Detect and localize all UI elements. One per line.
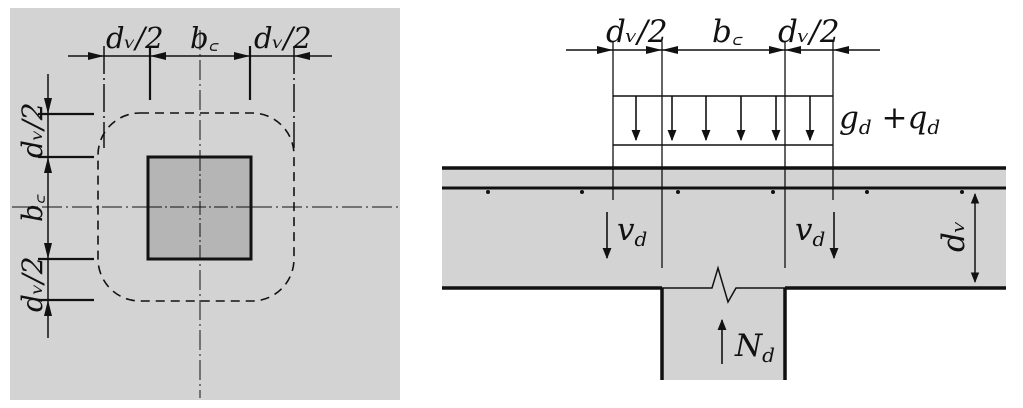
plan-side-arrowhead — [44, 157, 52, 173]
shear-label-left: vd — [617, 212, 647, 251]
section-dim-arrowhead — [597, 46, 613, 54]
section-top-label-left: dᵥ/2 — [606, 14, 668, 50]
section-dim-arrowhead — [769, 46, 785, 54]
plan-side-arrowhead — [44, 98, 52, 114]
plan-side-label-mid: b꜀ — [16, 194, 49, 222]
depth-label: dᵥ — [936, 221, 972, 252]
load-arrows — [631, 96, 815, 142]
plan-top-label-right: dᵥ/2 — [254, 21, 312, 55]
section-top-label-mid: b꜀ — [712, 14, 743, 50]
section-dim-arrowhead — [785, 46, 801, 54]
break-line — [662, 265, 785, 304]
slab-section — [442, 168, 1006, 288]
section-dim-arrowhead — [833, 46, 849, 54]
plan-arrowhead — [150, 52, 166, 60]
section-dim-arrowhead — [662, 46, 678, 54]
section-top-label-right: dᵥ/2 — [778, 14, 840, 50]
plan-side-label-bottom: dᵥ/2 — [16, 256, 49, 312]
reaction-label: Nd — [734, 328, 775, 367]
plan-side-label-top: dᵥ/2 — [16, 102, 49, 158]
plan-side-arrowhead — [44, 300, 52, 316]
plan-view: dᵥ/2 b꜀ dᵥ/2 dᵥ/2 b꜀ dᵥ/2 — [10, 8, 400, 400]
shear-label-right: vd — [795, 212, 825, 251]
plan-arrowhead — [234, 52, 250, 60]
column-section — [662, 288, 785, 380]
load-label: gd +qd — [839, 100, 940, 139]
section-dim-arrowhead — [646, 46, 662, 54]
plan-arrowhead — [88, 52, 104, 60]
control-perimeter — [97, 112, 295, 302]
plan-arrowhead — [294, 52, 310, 60]
section-view: dᵥ/2 b꜀ dᵥ/2 gd +qd vd vd dᵥ Nd — [442, 14, 1006, 380]
plan-top-label-left: dᵥ/2 — [106, 21, 164, 55]
rebar-dots — [486, 190, 964, 194]
plan-side-arrowhead — [44, 243, 52, 259]
plan-top-label-mid: b꜀ — [190, 21, 220, 55]
